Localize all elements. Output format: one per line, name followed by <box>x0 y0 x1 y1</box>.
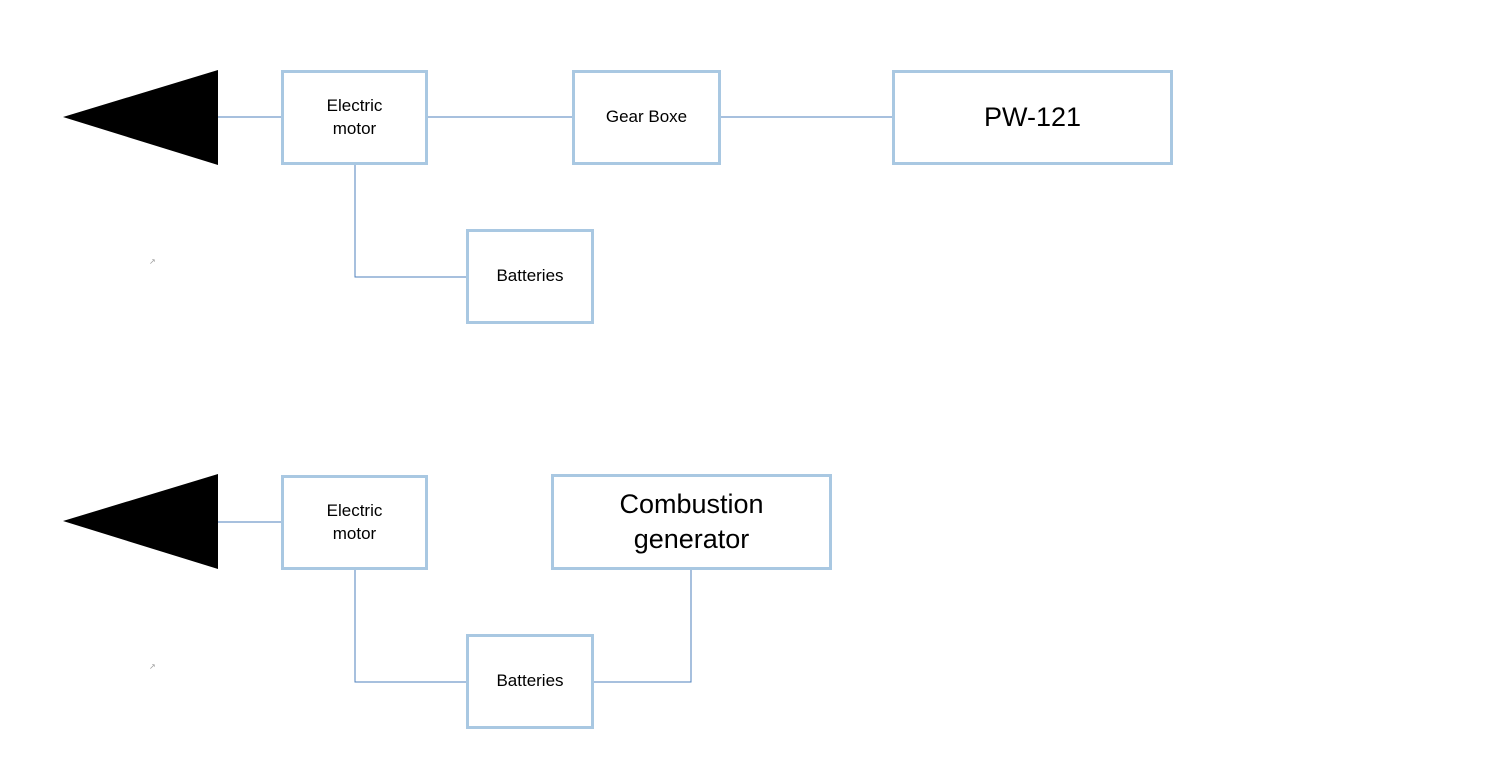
batteries-label-top: Batteries <box>496 266 564 286</box>
batteries-label-bottom: Batteries <box>496 671 564 691</box>
small-mark-bottom: ↗ <box>149 662 156 671</box>
propeller-shape-top <box>63 70 218 165</box>
electric-motor-box-bottom: Electric motor <box>281 475 428 570</box>
combustion-generator-box: Combustion generator <box>551 474 832 570</box>
electric-motor-box-top: Electric motor <box>281 70 428 165</box>
combustion-generator-label-line1: Combustion <box>619 488 764 519</box>
electric-motor-label-line1: Electric <box>326 501 383 521</box>
batteries-box-bottom: Batteries <box>466 634 594 729</box>
combustion-generator-label-line2: generator <box>633 524 750 554</box>
electric-motor-label-line1: Electric <box>326 96 383 116</box>
pw-121-label: PW-121 <box>983 101 1082 132</box>
gear-box-box: Gear Boxe <box>572 70 721 165</box>
connector-motor-batteries-top <box>354 163 468 278</box>
propeller-shape-bottom <box>63 474 218 569</box>
electric-motor-label-line2: motor <box>332 118 377 138</box>
gear-box-label: Gear Boxe <box>605 107 688 127</box>
batteries-box-top: Batteries <box>466 229 594 324</box>
small-mark-top: ↗ <box>149 257 156 266</box>
electric-motor-label-line2: motor <box>332 523 377 543</box>
connector-batteries-generator <box>592 568 692 683</box>
pw-121-engine-box: PW-121 <box>892 70 1173 165</box>
connector-motor-batteries-bottom <box>354 568 468 683</box>
